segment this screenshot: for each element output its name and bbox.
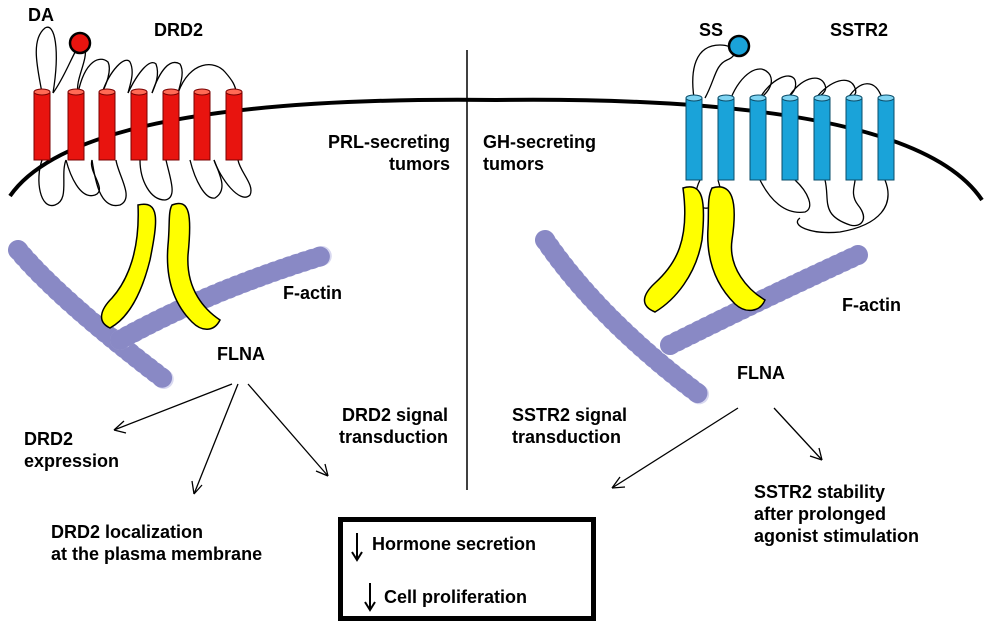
da-label: DA xyxy=(28,5,54,25)
drd2-signal-line-2: transduction xyxy=(338,427,448,447)
drd2-signal-label: DRD2 signal transduction xyxy=(300,404,448,448)
hormone-secretion-label: Hormone secretion xyxy=(372,534,537,554)
sstr2-stability-label: SSTR2 stability after prolonged agonist … xyxy=(754,481,919,547)
down-arrow-icon xyxy=(364,583,376,612)
flna-subunit xyxy=(643,186,705,313)
drd2-helix xyxy=(67,88,85,161)
left-factin-label: F-actin xyxy=(283,283,343,303)
left-flna-label: FLNA xyxy=(217,344,265,364)
drd2-helix xyxy=(193,88,211,161)
right-tumor-type: GH-secreting tumors xyxy=(483,131,596,175)
da-ligand xyxy=(68,31,92,55)
ss-ligand xyxy=(727,34,751,58)
sstr2-signal-label: SSTR2 signal transduction xyxy=(512,404,627,448)
drd2-helix xyxy=(225,88,243,161)
sstr2-helix xyxy=(813,94,831,181)
drd2-helix xyxy=(130,88,148,161)
sstr2-stability-line-1: SSTR2 stability xyxy=(754,482,886,502)
sstr2-label: SSTR2 xyxy=(830,20,889,40)
decrease-arrows xyxy=(351,533,376,612)
sstr2-receptor xyxy=(685,94,895,181)
right-actin-filaments xyxy=(535,230,868,405)
drd2-loops xyxy=(35,26,252,207)
flna-subunit xyxy=(166,202,221,330)
right-filamin-dimer xyxy=(643,186,766,313)
drd2-expression-line-2: expression xyxy=(24,451,120,471)
left-tumor-line-2: tumors xyxy=(388,154,450,174)
drd2-helix xyxy=(33,88,51,161)
sstr2-helix xyxy=(717,94,735,181)
down-arrow-icon xyxy=(351,533,363,562)
drd2-signal-line-1: DRD2 signal xyxy=(341,405,448,425)
sstr2-signal-line-2: transduction xyxy=(512,427,622,447)
sstr2-stability-line-3: agonist stimulation xyxy=(754,526,920,546)
left-arrows xyxy=(113,383,329,495)
cell-proliferation-label: Cell proliferation xyxy=(384,587,528,607)
cell-membrane xyxy=(8,97,984,202)
drd2-expression-label: DRD2 expression xyxy=(24,428,119,472)
ss-label: SS xyxy=(699,20,724,40)
drd2-label: DRD2 xyxy=(154,20,204,40)
right-tumor-line-1: GH-secreting xyxy=(483,132,597,152)
flna-subunit xyxy=(100,203,157,329)
drd2-localization-line-1: DRD2 localization xyxy=(51,522,204,542)
left-filamin-dimer xyxy=(100,202,221,330)
sstr2-helix xyxy=(845,94,863,181)
drd2-helix xyxy=(98,88,116,161)
right-flna-label: FLNA xyxy=(737,363,785,383)
sstr2-helix xyxy=(685,94,703,181)
sstr2-stability-line-2: after prolonged xyxy=(754,504,887,524)
drd2-receptor xyxy=(33,88,243,161)
sstr2-signal-line-1: SSTR2 signal xyxy=(512,405,628,425)
sstr2-helix xyxy=(877,94,895,181)
left-actin-filaments xyxy=(8,240,335,390)
drd2-helix xyxy=(162,88,180,161)
left-tumor-line-1: PRL-secreting xyxy=(327,132,450,152)
right-factin-label: F-actin xyxy=(842,295,902,315)
sstr2-helix xyxy=(781,94,799,181)
left-tumor-type: PRL-secreting tumors xyxy=(300,131,450,175)
drd2-localization-line-2: at the plasma membrane xyxy=(51,544,263,564)
sstr2-helix xyxy=(749,94,767,181)
right-tumor-line-2: tumors xyxy=(483,154,545,174)
right-arrows xyxy=(611,407,823,489)
flna-subunit xyxy=(707,186,766,312)
effects-box xyxy=(338,517,596,621)
drd2-expression-line-1: DRD2 xyxy=(24,429,74,449)
drd2-localization-label: DRD2 localization at the plasma membrane xyxy=(51,521,262,565)
